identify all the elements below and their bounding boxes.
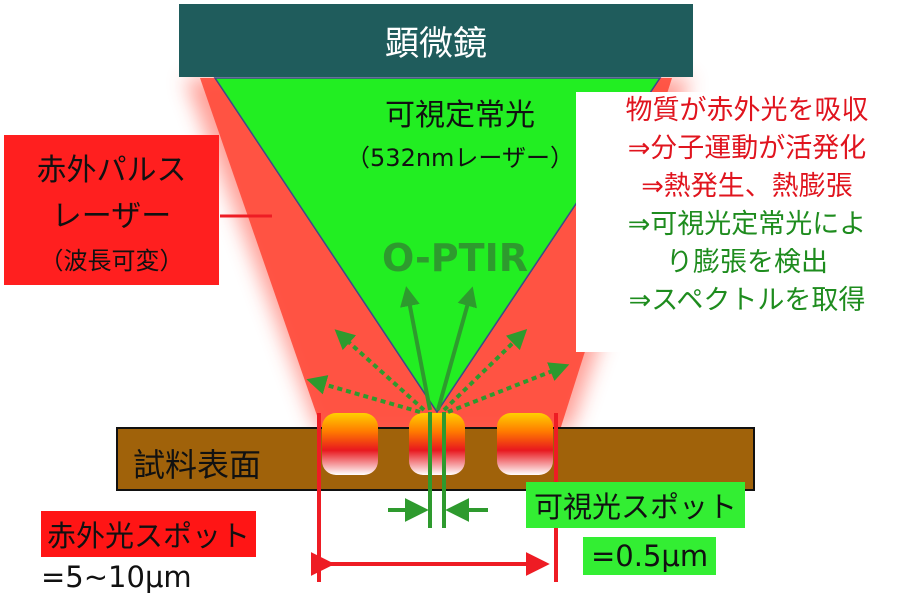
- scatter-arrows-dashed: [306, 329, 570, 414]
- visible-light-subtitle: （532nmレーザー）: [346, 144, 574, 172]
- scatter-arrow-solid-right: [436, 286, 477, 411]
- ir-spot-value: =5~10μm: [41, 560, 192, 594]
- ir-laser-line1: 赤外パルス: [36, 153, 187, 188]
- step-4b: り膨張を検出: [666, 247, 828, 278]
- visible-light-cone: [213, 77, 662, 414]
- visible-spot-value: =0.5μm: [583, 537, 717, 575]
- ir-spot-label: 赤外光スポット: [41, 511, 257, 557]
- step-1: 物質が赤外光を吸収: [625, 95, 869, 126]
- mechanism-steps-box: 物質が赤外光を吸収 ⇒分子運動が活発化 ⇒熱発生、熱膨張 ⇒可視光定常光によ り…: [576, 92, 918, 352]
- visible-light-title: 可視定常光: [385, 98, 535, 133]
- heated-region-left: [322, 413, 378, 475]
- microscope-bar: 顕微鏡: [179, 4, 693, 77]
- technique-label: O-PTIR: [382, 236, 528, 280]
- visible-spot-label: 可視光スポット: [526, 482, 746, 528]
- step-3: ⇒熱発生、熱膨張: [641, 171, 853, 202]
- step-2: ⇒分子運動が活発化: [627, 133, 867, 164]
- microscope-label: 顕微鏡: [385, 24, 487, 64]
- step-4a: ⇒可視光定常光によ: [627, 209, 867, 240]
- heated-region-center: [409, 413, 465, 475]
- ir-laser-box: 赤外パルス レーザー （波長可変）: [4, 135, 219, 285]
- heated-region-right: [497, 413, 553, 475]
- sample-surface-label: 試料表面: [133, 446, 262, 484]
- scatter-arrow-solid-left: [400, 286, 432, 411]
- ir-laser-line2: レーザー: [51, 199, 172, 234]
- step-5: ⇒スペクトルを取得: [628, 285, 866, 316]
- ir-laser-line3: （波長可変）: [39, 247, 184, 275]
